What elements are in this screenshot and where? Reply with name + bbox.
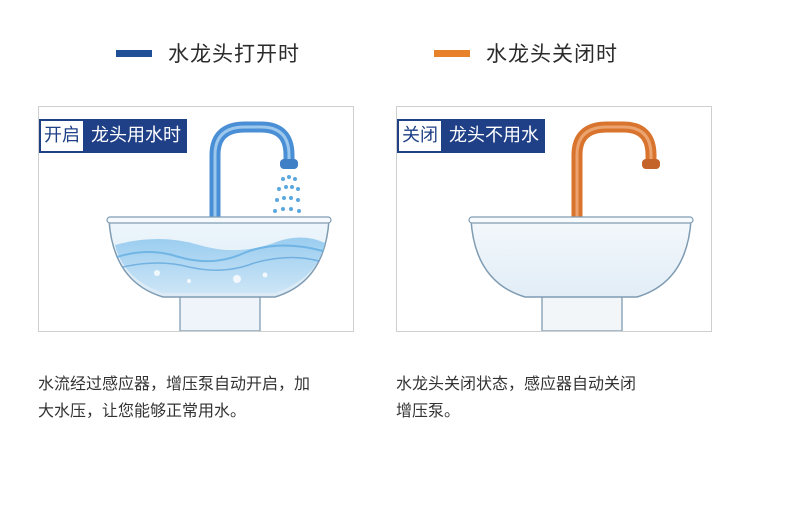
water-spray-icon (273, 175, 301, 213)
sink-pedestal-off (541, 294, 623, 331)
status-tag-on: 开启 龙头用水时 (39, 119, 187, 153)
tag-text-off: 龙头不用水 (443, 119, 545, 153)
description-on-line1: 水流经过感应器，增压泵自动开启，加 (38, 374, 311, 393)
status-tag-off: 关闭 龙头不用水 (397, 119, 545, 153)
panel-faucet-on: 开启 龙头用水时 (38, 106, 354, 332)
sink-off-illustration (468, 121, 694, 331)
tag-state-off: 关闭 (397, 119, 443, 153)
description-on-line2: 大水压，让您能够正常用水。 (38, 401, 247, 420)
tag-text-on: 龙头用水时 (85, 119, 187, 153)
description-faucet-on: 水流经过感应器，增压泵自动开启，加 大水压，让您能够正常用水。 (38, 370, 310, 424)
legend-faucet-off: 水龙头关闭时 (434, 38, 618, 68)
description-faucet-off: 水龙头关闭状态，感应器自动关闭 增压泵。 (396, 370, 636, 424)
faucet-off-icon (571, 121, 657, 225)
legend-label-off: 水龙头关闭时 (486, 42, 618, 66)
legend-label-on: 水龙头打开时 (168, 42, 300, 66)
legend-bar-on (116, 49, 152, 57)
panel-faucet-off: 关闭 龙头不用水 (396, 106, 712, 332)
legend-bar-off (434, 49, 470, 57)
tag-state-on: 开启 (39, 119, 85, 153)
sink-bowl-off-icon (470, 219, 692, 298)
faucet-on-icon (209, 121, 295, 225)
description-off-line1: 水龙头关闭状态，感应器自动关闭 (396, 374, 637, 393)
sink-on-illustration (106, 121, 332, 331)
legend-faucet-on: 水龙头打开时 (116, 38, 300, 68)
sink-pedestal-on (179, 294, 261, 331)
description-off-line2: 增压泵。 (396, 401, 461, 420)
